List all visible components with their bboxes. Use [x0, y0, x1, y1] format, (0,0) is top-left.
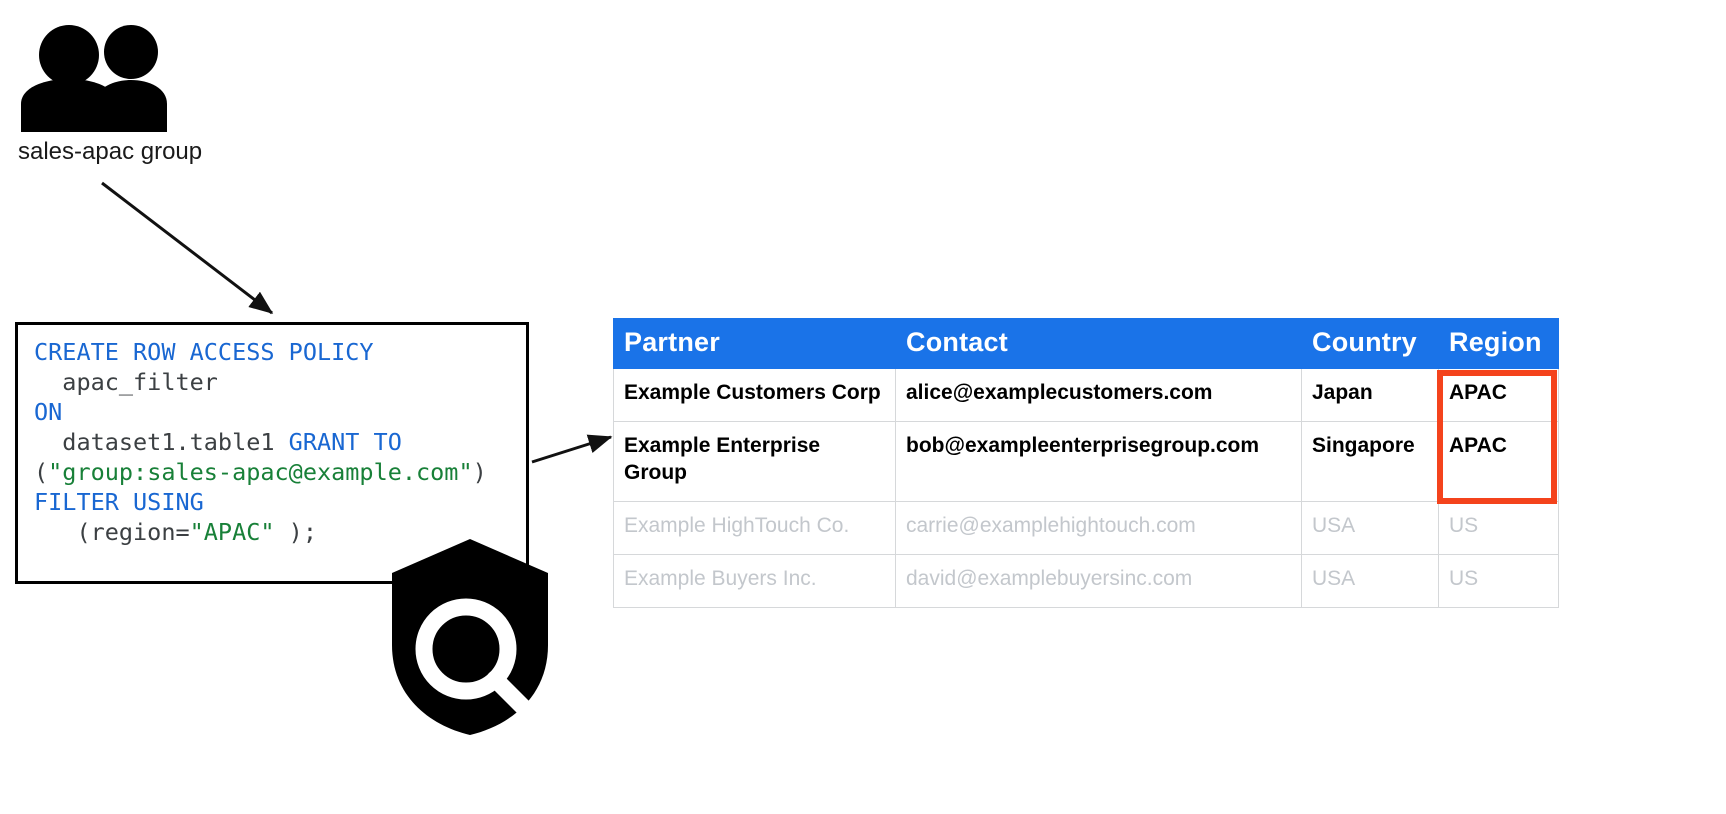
sql-token-plain: ) — [472, 458, 487, 486]
sql-token-plain: dataset1.table1 — [34, 428, 289, 456]
column-header-contact[interactable]: Contact — [895, 317, 1302, 370]
sql-token-plain: (region= — [34, 518, 190, 546]
sql-token-keyword: CREATE ROW ACCESS POLICY — [34, 338, 374, 366]
cell-country: USA — [1301, 553, 1439, 608]
arrow-policy-to-table — [531, 434, 613, 464]
cell-contact: carrie@examplehightouch.com — [895, 501, 1302, 555]
sql-token-keyword: FILTER USING — [34, 488, 204, 516]
column-header-country[interactable]: Country — [1301, 317, 1439, 370]
table-row[interactable]: Example Buyers Inc. david@examplebuyersi… — [613, 553, 1559, 608]
sql-token-keyword: GRANT TO — [288, 428, 402, 456]
cell-contact: david@examplebuyersinc.com — [895, 553, 1302, 608]
sql-token-plain: ( — [34, 458, 49, 486]
sql-token-plain: ); — [274, 518, 317, 546]
shield-search-icon — [392, 539, 548, 735]
table-row[interactable]: Example Customers Corp alice@examplecust… — [613, 368, 1559, 422]
cell-region: US — [1438, 501, 1559, 555]
cell-partner: Example Enterprise Group — [613, 420, 896, 503]
sales-apac-group-node: sales-apac group — [18, 22, 248, 167]
cell-contact: bob@exampleenterprisegroup.com — [895, 420, 1302, 503]
sql-code: CREATE ROW ACCESS POLICY apac_filter ON … — [34, 337, 516, 547]
group-label: sales-apac group — [18, 138, 203, 165]
partner-table-container: Partner Contact Country Region Example C… — [613, 317, 1559, 608]
cell-contact: alice@examplecustomers.com — [895, 368, 1302, 422]
cell-region: APAC — [1438, 368, 1559, 422]
sql-token-string: "group:sales-apac@example.com" — [48, 458, 473, 486]
cell-partner: Example Buyers Inc. — [613, 553, 896, 608]
table-row[interactable]: Example HighTouch Co. carrie@examplehigh… — [613, 501, 1559, 555]
column-header-region[interactable]: Region — [1438, 317, 1559, 370]
arrow-group-to-policy — [101, 181, 274, 315]
column-header-partner[interactable]: Partner — [613, 317, 896, 370]
people-group-icon — [21, 25, 167, 132]
cell-partner: Example Customers Corp — [613, 368, 896, 422]
cell-country: Japan — [1301, 368, 1439, 422]
cell-country: Singapore — [1301, 420, 1439, 503]
cell-region: US — [1438, 553, 1559, 608]
table-row[interactable]: Example Enterprise Group bob@exampleente… — [613, 420, 1559, 503]
cell-region: APAC — [1438, 420, 1559, 503]
sql-token-keyword: ON — [34, 398, 63, 426]
row-access-policy-code-box: CREATE ROW ACCESS POLICY apac_filter ON … — [15, 322, 529, 584]
sql-token-string: "APAC" — [189, 518, 275, 546]
sql-token-plain: apac_filter — [34, 368, 218, 396]
cell-country: USA — [1301, 501, 1439, 555]
table-header-row: Partner Contact Country Region — [613, 317, 1559, 370]
cell-partner: Example HighTouch Co. — [613, 501, 896, 555]
security-shield-node — [390, 537, 550, 737]
partner-table: Partner Contact Country Region Example C… — [613, 317, 1559, 608]
